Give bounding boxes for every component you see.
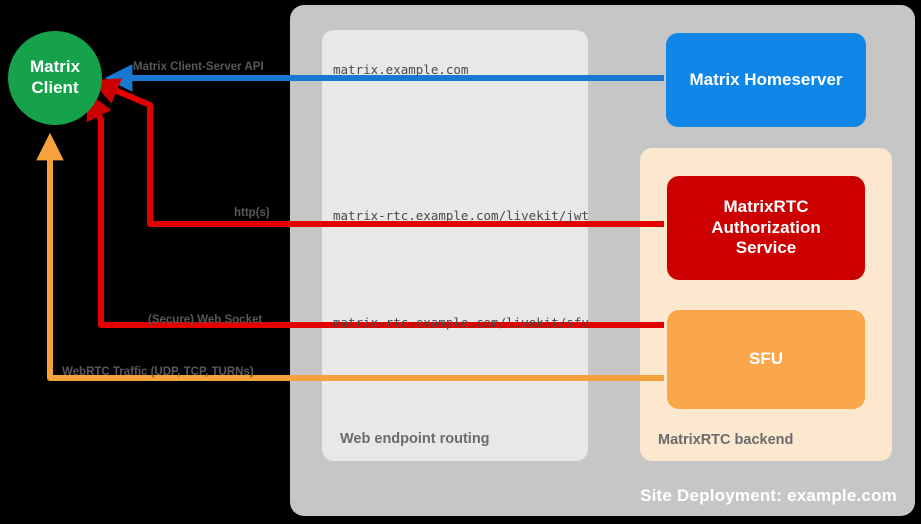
url-label-livekit-jwt: matrix-rtc.example.com/livekit/jwt [333,208,589,223]
node-sfu[interactable]: SFU [667,310,865,409]
sfu-label: SFU [749,349,783,369]
edge-label-http: http(s) [234,207,270,219]
web-endpoint-routing-container: Web endpoint routing [322,30,588,461]
site-deployment-label: Site Deployment: example.com [640,486,897,505]
node-matrix-homeserver[interactable]: Matrix Homeserver [666,33,866,127]
auth-label-line2: Authorization [711,217,821,237]
node-matrix-client[interactable]: Matrix Client [8,31,102,125]
node-matrixrtc-authorization-service[interactable]: MatrixRTC Authorization Service [667,176,865,280]
auth-label-line3: Service [735,238,797,258]
matrix-client-label-line2: Client [31,78,79,97]
web-endpoint-routing-label: Web endpoint routing [340,431,490,447]
url-label-matrix-example-com: matrix.example.com [333,62,469,77]
matrix-homeserver-label: Matrix Homeserver [689,69,843,89]
edge-label-webrtc-traffic: WebRTC Traffic (UDP, TCP, TURNs) [62,366,254,378]
matrix-client-label-line1: Matrix [29,57,81,77]
edge-label-web-socket: (Secure) Web Socket [148,314,263,326]
matrixrtc-backend-label: MatrixRTC backend [658,432,794,448]
url-label-livekit-sfu: matrix-rtc.example.com/livekit/sfu [333,315,589,330]
edge-label-client-server-api: Matrix Client-Server API [133,61,264,73]
auth-label-line1: MatrixRTC [723,196,809,216]
